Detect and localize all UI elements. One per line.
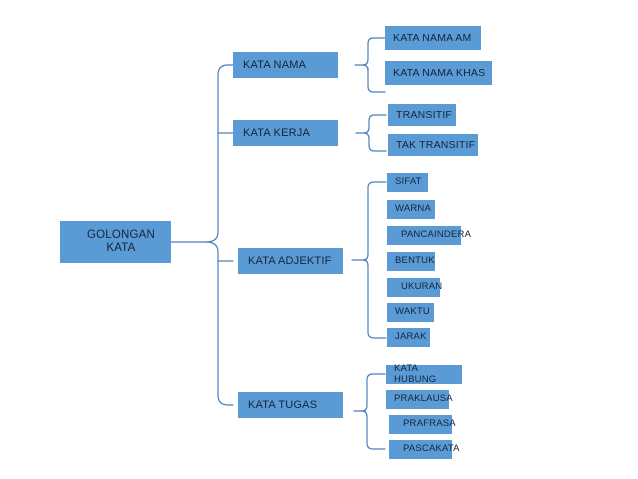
node-kata-hubung[interactable]: KATA HUBUNG [386,362,462,385]
connector-trunk-tugas [205,241,234,406]
node-praklausa[interactable]: PRAKLAUSA [386,390,453,409]
node-warna[interactable]: WARNA [387,200,435,219]
node-bentuk-label: BENTUK [395,255,435,267]
bracket-kata-adjektif [362,181,387,339]
bracket-kata-tugas [361,373,386,450]
node-waktu-label: WAKTU [395,306,430,318]
node-kata-adjektif[interactable]: KATA ADJEKTIF [238,248,343,274]
node-kata-hubung-label: KATA HUBUNG [394,362,437,385]
node-pancaindera[interactable]: PANCAINDERA [387,226,471,245]
node-sifat[interactable]: SIFAT [387,173,428,192]
node-prafrasa-label: PRAFRASA [403,418,456,430]
bracket-kata-nama [362,37,386,93]
node-kata-nama-khas-label: KATA NAMA KHAS [393,66,486,79]
node-transitif-label: TRANSITIF [396,108,453,121]
node-kata-nama-am[interactable]: KATA NAMA AM [385,26,481,50]
node-root-label: GOLONGAN KATA [86,228,156,254]
node-pancaindera-label: PANCAINDERA [401,229,472,241]
node-pascakata[interactable]: PASCAKATA [389,440,460,459]
node-ukuran[interactable]: UKURAN [387,278,443,297]
node-praklausa-label: PRAKLAUSA [394,393,453,405]
node-jarak-label: JARAK [395,331,427,343]
node-bentuk[interactable]: BENTUK [387,252,435,271]
node-warna-label: WARNA [395,203,432,215]
node-transitif[interactable]: TRANSITIF [388,104,456,126]
node-kata-adjektif-label: KATA ADJEKTIF [248,254,332,267]
node-prafrasa[interactable]: PRAFRASA [389,415,456,434]
node-kata-nama-label: KATA NAMA [243,58,307,71]
node-sifat-label: SIFAT [395,176,422,188]
node-ukuran-label: UKURAN [401,281,443,293]
node-kata-kerja-label: KATA KERJA [243,126,311,139]
node-kata-nama-am-label: KATA NAMA AM [393,31,472,44]
connector-trunk [205,64,234,243]
node-pascakata-label: PASCAKATA [403,443,460,455]
node-root[interactable]: GOLONGAN KATA [60,221,171,263]
node-jarak[interactable]: JARAK [387,328,430,347]
node-kata-kerja[interactable]: KATA KERJA [233,120,338,146]
node-kata-nama[interactable]: KATA NAMA [233,52,338,78]
node-waktu[interactable]: WAKTU [387,303,434,322]
node-kata-nama-khas[interactable]: KATA NAMA KHAS [385,61,492,85]
bracket-kata-kerja [363,114,387,152]
node-kata-tugas[interactable]: KATA TUGAS [238,392,343,418]
node-kata-tugas-label: KATA TUGAS [248,398,318,411]
node-tak-transitif[interactable]: TAK TRANSITIF [388,134,478,156]
node-tak-transitif-label: TAK TRANSITIF [396,138,476,151]
